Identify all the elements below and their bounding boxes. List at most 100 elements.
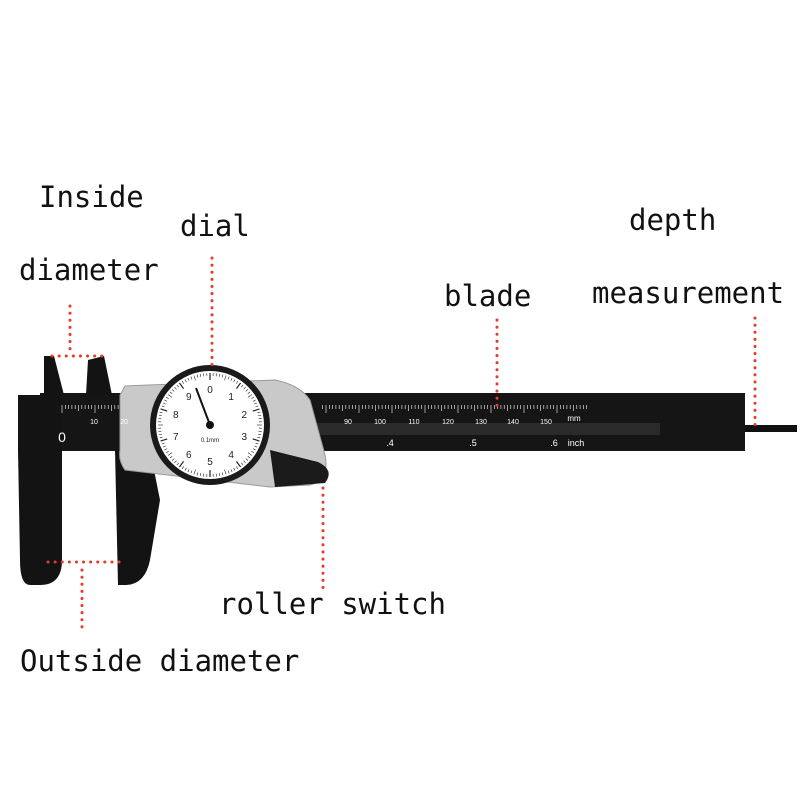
dial-tick [255,442,259,445]
dial-tick [236,466,239,470]
dial-tick [247,391,251,394]
dial-tick [178,382,185,389]
dial-needle [195,387,211,426]
blade-label: blade [444,279,532,313]
scale-inch-5: .5 [469,438,477,448]
dial-number: 9 [186,392,192,403]
dial-number: 2 [241,410,247,421]
dial-tick [224,469,227,475]
sliding-outside-jaw [115,450,160,585]
dial-tick [199,473,202,477]
scale-mm-20: 20 [120,419,128,426]
dial-tick [227,376,230,380]
dial-tick [235,382,242,389]
fixed-outside-jaw [18,395,62,585]
dial-tick [171,458,175,461]
dial-tick [252,399,256,402]
dial-tick [160,408,168,412]
dial-tick [181,466,184,470]
dial-tick [165,451,169,454]
roller-switch-label: roller switch [219,587,446,621]
dial-tick [193,469,196,475]
dial-tick [161,405,165,408]
dial-number: 1 [228,392,234,403]
dial-tick [196,472,199,476]
scale-mm-90: 90 [344,419,352,426]
dial-tick [230,469,233,473]
dial-tick [165,396,169,399]
roller-switch-knob [270,450,329,487]
dial-tick [176,462,179,466]
dial-tick [160,438,168,442]
dial-tick [221,472,224,476]
dial-tick [236,380,239,384]
scale-mm-100: 100 [374,419,386,426]
scale-zero: 0 [58,429,66,445]
dial-tick [161,442,165,445]
dial-tick [190,470,193,474]
dial-tick [159,436,163,439]
dial-tick [243,460,246,464]
dial-label: dial [180,209,250,243]
beam-slot [300,423,660,435]
dial-tick [257,436,261,439]
dial-tick [254,445,258,448]
scale-mm-150: 150 [540,419,552,426]
dial-tick [158,414,162,417]
dial-tick [218,373,221,377]
dial-number: 7 [173,432,179,443]
dial-number: 4 [228,450,234,461]
dial-tick [241,462,244,466]
scale-mm-10: 10 [90,419,98,426]
dial-tick [224,375,227,381]
dial-tick [159,411,163,414]
dial-tick [167,394,173,398]
dial-tick [235,461,242,468]
scale-mm-140: 140 [507,419,519,426]
dial-tick [162,445,166,448]
dial-tick [169,391,173,394]
dial-tick [241,384,244,388]
scale-inch-6: .6 [550,438,558,448]
measurement-label: measurement [592,276,785,310]
diameter-label: diameter [19,253,159,287]
dial-number: 6 [186,450,192,461]
dial-tick [158,433,162,436]
dial-tick [245,458,249,461]
scale-mm-120: 120 [442,419,454,426]
dial-tick [218,473,221,477]
dial-tick [184,379,187,383]
scale-mm-130: 130 [475,419,487,426]
dial-tick [164,399,168,402]
dial-tick [251,396,255,399]
dial-tick [257,411,261,414]
dial-hub [206,421,214,429]
scale-inch-unit: inch [568,438,585,448]
dial-ticks [158,373,262,477]
dial-tick [178,461,185,468]
dial-tick [230,377,233,381]
fixed-inside-jaw [44,356,64,395]
dial-tick [162,402,166,405]
dial-tick [251,451,255,454]
dial-tick [247,456,251,459]
depth-label: depth [629,203,717,237]
dial-number: 5 [207,457,213,468]
scale-inch-4: .4 [386,438,394,448]
dial-tick [233,379,236,383]
dial-tick [187,469,190,473]
scale-mm-unit: mm [567,414,581,423]
inside-label: Inside [39,180,144,214]
annotation-lines [46,256,757,632]
dial-tick [171,389,175,392]
dial-tick [254,402,258,405]
dial-tick [255,405,259,408]
dial-tick [174,460,177,464]
dial-tick [167,452,173,456]
dial-tick [184,467,187,471]
dial-tick [227,470,230,474]
dial-tick [245,389,249,392]
dial-tick [196,374,199,378]
